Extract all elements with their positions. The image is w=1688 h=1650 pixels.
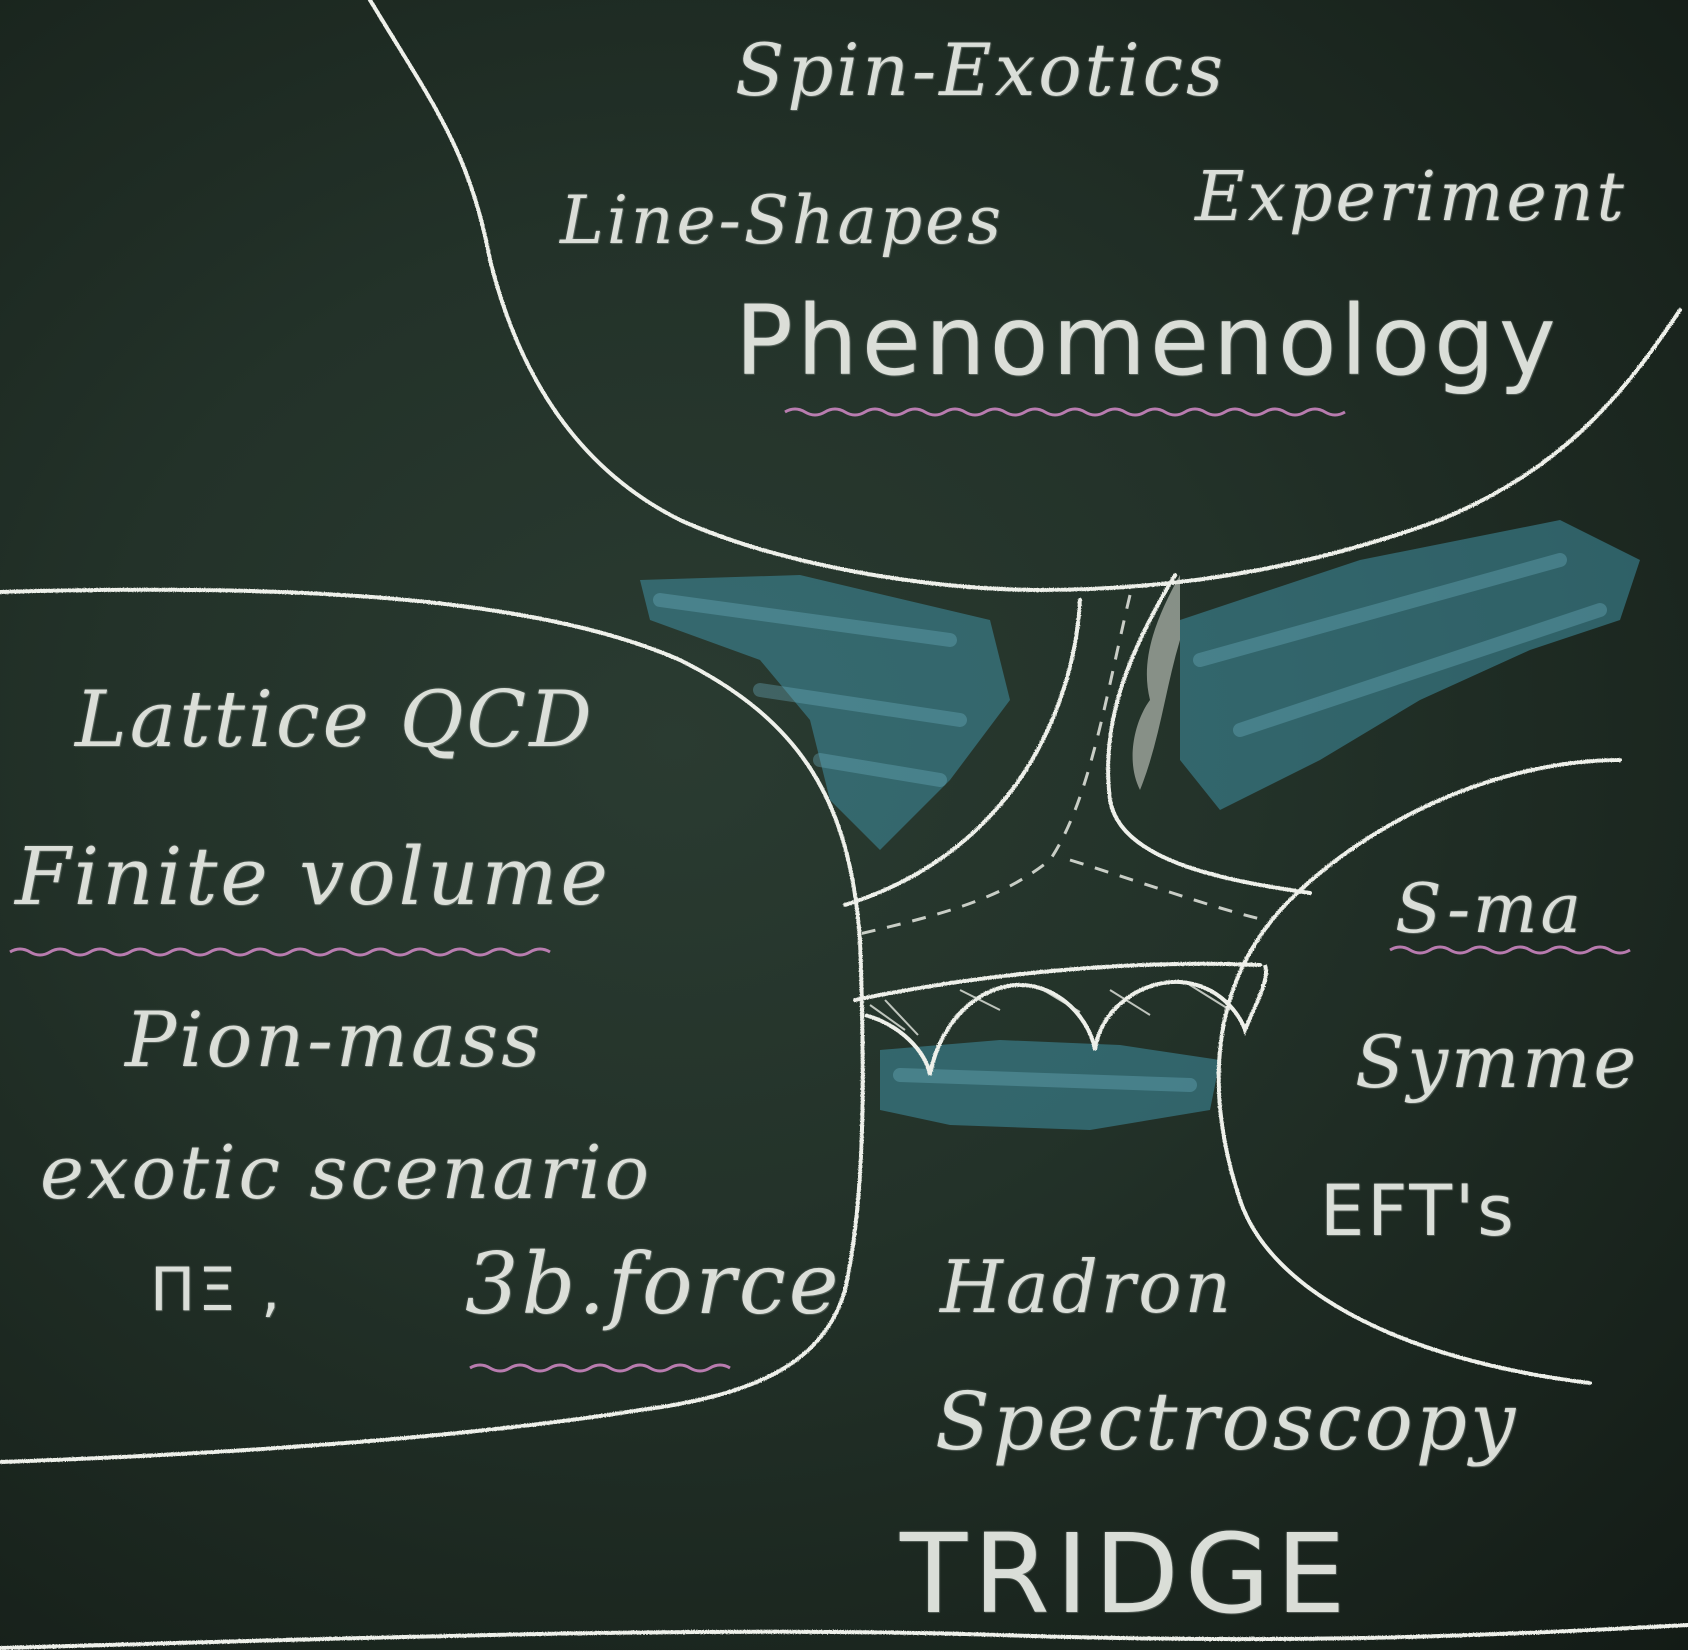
bridge-hatching xyxy=(869,984,1231,1036)
text-finite-volume: Finite volume xyxy=(15,830,611,923)
spike-shape xyxy=(1132,575,1180,790)
blue-shading xyxy=(640,520,1640,1130)
text-symbols: ΠΞ , xyxy=(150,1255,284,1325)
dashed-lines xyxy=(854,594,1266,937)
text-efts: EFT's xyxy=(1320,1170,1517,1252)
text-lattice-qcd: Lattice QCD xyxy=(75,675,595,765)
text-spin-exotics: Spin-Exotics xyxy=(735,28,1226,112)
text-hadron: Hadron xyxy=(940,1245,1234,1329)
text-spectroscopy: Spectroscopy xyxy=(935,1375,1519,1468)
text-tridge: TRIDGE xyxy=(900,1510,1352,1638)
text-s-matrix: S-ma xyxy=(1395,870,1585,949)
blue-shading-strokes xyxy=(653,553,1607,1092)
text-experiment: Experiment xyxy=(1195,158,1627,237)
text-exotic-scenario: exotic scenario xyxy=(40,1130,653,1216)
text-line-shapes: Line-Shapes xyxy=(560,182,1005,259)
text-pion-mass: Pion-mass xyxy=(125,995,544,1084)
text-phenomenology: Phenomenology xyxy=(735,285,1560,397)
pink-underlines xyxy=(9,407,1631,1373)
text-symmetries: Symme xyxy=(1355,1020,1640,1104)
bridge-arches xyxy=(864,964,1268,1076)
text-3b-force: 3b.force xyxy=(465,1235,842,1333)
